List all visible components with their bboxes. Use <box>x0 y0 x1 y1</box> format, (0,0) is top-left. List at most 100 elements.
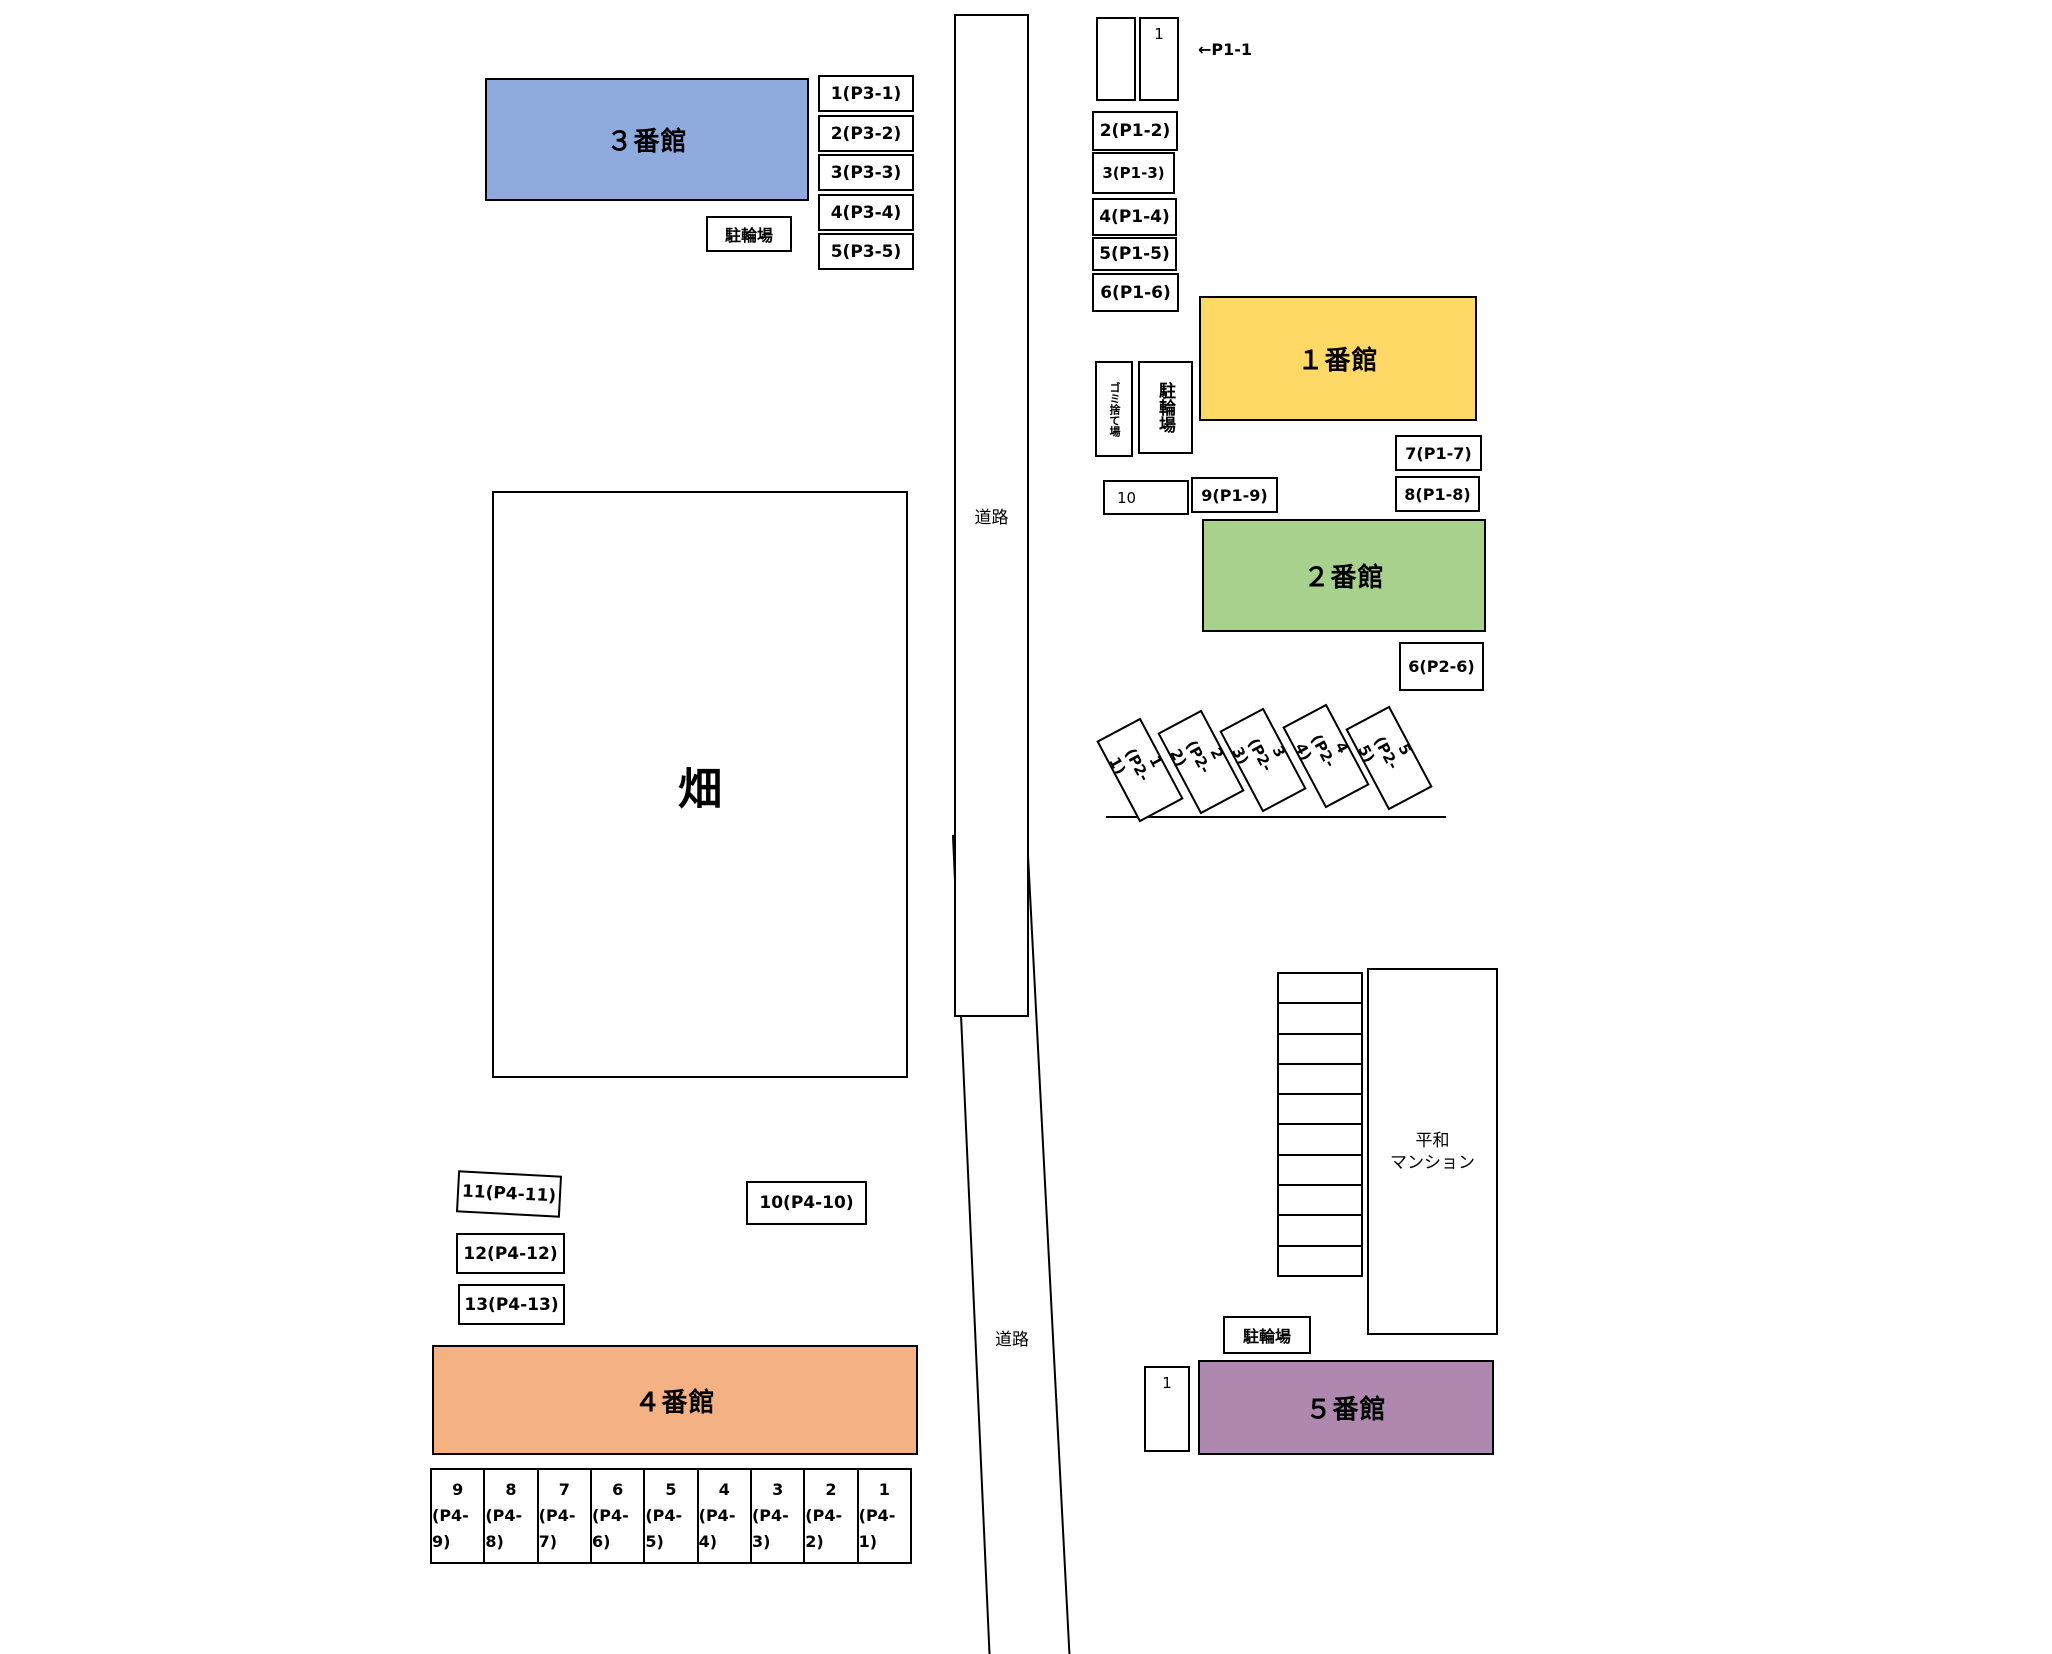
bike-rack-cell <box>1277 972 1363 1003</box>
slot-p4-3-num: 3 <box>772 1480 784 1499</box>
building-2: ２番館 <box>1202 519 1486 632</box>
p1-1-pointer: ←P1-1 <box>1198 40 1253 59</box>
slot-p3-3-label: 3(P3-3) <box>830 162 902 183</box>
building-4: ４番館 <box>432 1345 918 1455</box>
slot-p4-4-code: (P4-4) <box>698 1506 736 1551</box>
bike-rack-cell <box>1277 1032 1363 1063</box>
bike-rack-cell <box>1277 1214 1363 1245</box>
slot-p4-12: 12(P4-12) <box>456 1233 565 1274</box>
slot-p1-10-label: 10 <box>1117 488 1137 507</box>
slot-p1-8-label: 8(P1-8) <box>1404 484 1471 504</box>
slot-p3-5-label: 5(P3-5) <box>830 241 902 262</box>
slot-p4-1: 1 (P4-1) <box>859 1470 912 1562</box>
building-1-label: １番館 <box>1297 346 1379 376</box>
bike-rack-cell <box>1277 1093 1363 1124</box>
slot-p4-7-num: 7 <box>558 1480 570 1499</box>
slot-p1-9-label: 9(P1-9) <box>1201 485 1268 505</box>
bike-parking-5: 駐輪場 <box>1223 1316 1311 1354</box>
slot-p1-1: 1 <box>1139 17 1179 101</box>
slot-p4-9-num: 9 <box>452 1480 464 1499</box>
slot-p4-8-num: 8 <box>505 1480 517 1499</box>
slot-p4-9: 9 (P4-9) <box>432 1470 486 1562</box>
slot-p4-13: 13(P4-13) <box>458 1284 565 1325</box>
slot-p1-5: 5(P1-5) <box>1092 237 1177 271</box>
p4-slot-row: 9(P4-9) 8(P4-8) 7(P4-7) 6(P4-6) 5(P4-5) … <box>430 1468 912 1564</box>
slot-p2-6-label: 6(P2-6) <box>1408 657 1475 676</box>
road-lower-label: 道路 <box>995 1330 1029 1350</box>
bike-rack-stack <box>1277 972 1363 1277</box>
building-4-label: ４番館 <box>634 1387 716 1418</box>
slot-p5-1: 1 <box>1144 1366 1190 1452</box>
slot-p4-10: 10(P4-10) <box>746 1181 867 1225</box>
slot-p1-9: 9(P1-9) <box>1191 477 1278 513</box>
slot-p3-1-label: 1(P3-1) <box>830 83 902 104</box>
slot-p4-5: 5 (P4-5) <box>645 1470 699 1562</box>
slot-p1-2: 2(P1-2) <box>1092 111 1178 151</box>
slot-p4-6-num: 6 <box>612 1480 624 1499</box>
slot-p4-11: 11(P4-11) <box>455 1170 563 1218</box>
slot-p4-3-code: (P4-3) <box>751 1506 789 1551</box>
slot-p4-4: 4 (P4-4) <box>699 1470 752 1562</box>
slot-p4-4-num: 4 <box>718 1480 730 1499</box>
bike-rack-cell <box>1277 1153 1363 1185</box>
slot-p1-4-label: 4(P1-4) <box>1099 207 1170 227</box>
slot-p3-2: 2(P3-2) <box>818 115 914 152</box>
garbage-area-label: ゴミ捨て場 <box>1108 381 1121 437</box>
building-3-label: ３番館 <box>606 127 688 157</box>
slot-p1-7-label: 7(P1-7) <box>1405 443 1472 463</box>
road-upper: 道路 <box>954 14 1029 1017</box>
slot-p1-5-label: 5(P1-5) <box>1099 244 1170 264</box>
building-1: １番館 <box>1199 296 1477 421</box>
building-3: ３番館 <box>485 78 809 201</box>
slot-p4-7-code: (P4-7) <box>538 1506 576 1551</box>
bike-rack-cell <box>1277 1184 1363 1215</box>
road-upper-label: 道路 <box>974 508 1009 528</box>
bike-rack-cell <box>1277 1062 1363 1094</box>
slot-p1-7: 7(P1-7) <box>1395 435 1482 471</box>
slot-p1-8: 8(P1-8) <box>1395 476 1480 512</box>
building-5: ５番館 <box>1198 1360 1494 1455</box>
slot-p1-6: 6(P1-6) <box>1092 273 1179 312</box>
slot-p4-3: 3 (P4-3) <box>751 1470 806 1562</box>
slot-p4-2: 2 (P4-2) <box>805 1470 859 1562</box>
slot-p4-5-num: 5 <box>665 1480 677 1499</box>
slot-p4-5-code: (P4-5) <box>645 1506 683 1551</box>
slot-p3-4-label: 4(P3-4) <box>830 202 902 223</box>
slot-p4-1-num: 1 <box>878 1480 890 1499</box>
slot-p1-6-label: 6(P1-6) <box>1100 282 1171 303</box>
bike-rack-cell <box>1277 1244 1363 1277</box>
field: 畑 <box>492 491 908 1078</box>
slot-p3-4: 4(P3-4) <box>818 194 914 231</box>
slot-p4-7: 7 (P4-7) <box>539 1470 592 1562</box>
bike-parking-3: 駐輪場 <box>706 216 792 252</box>
bike-rack-cell <box>1277 1002 1363 1033</box>
slot-p4-11-label: 11(P4-11) <box>461 1181 557 1207</box>
slot-p1-1-label: 1 <box>1154 25 1164 43</box>
slot-p1-3: 3(P1-3) <box>1092 152 1175 194</box>
slot-p3-1: 1(P3-1) <box>818 75 914 112</box>
slot-p4-8: 8 (P4-8) <box>485 1470 539 1562</box>
slot-p4-2-code: (P4-2) <box>805 1506 843 1551</box>
slot-p2-6: 6(P2-6) <box>1399 642 1484 691</box>
field-label: 畑 <box>678 763 722 815</box>
slot-p4-9-code: (P4-9) <box>432 1506 469 1551</box>
slot-p4-10-label: 10(P4-10) <box>759 1193 854 1213</box>
slot-p1-4: 4(P1-4) <box>1092 198 1177 236</box>
slot-p3-2-label: 2(P3-2) <box>830 123 902 144</box>
slot-p4-2-num: 2 <box>825 1480 837 1499</box>
building-2-label: ２番館 <box>1303 563 1385 593</box>
slot-p3-5: 5(P3-5) <box>818 233 914 270</box>
slot-p4-8-code: (P4-8) <box>485 1506 523 1551</box>
garbage-area: ゴミ捨て場 <box>1095 361 1133 457</box>
bike-parking-3-label: 駐輪場 <box>724 226 773 245</box>
bike-parking-1-label: 駐輪場 <box>1155 382 1175 433</box>
slot-p4-6-code: (P4-6) <box>591 1506 629 1551</box>
slot-p4-1-code: (P4-1) <box>858 1506 896 1551</box>
slot-p3-3: 3(P3-3) <box>818 154 914 191</box>
heiwa-mansion: 平和 マンション <box>1367 968 1498 1335</box>
slot-p1-1-small <box>1096 17 1136 101</box>
slot-p1-10: 10 <box>1103 480 1189 515</box>
bike-parking-1: 駐輪場 <box>1138 361 1193 454</box>
bike-rack-cell <box>1277 1123 1363 1154</box>
